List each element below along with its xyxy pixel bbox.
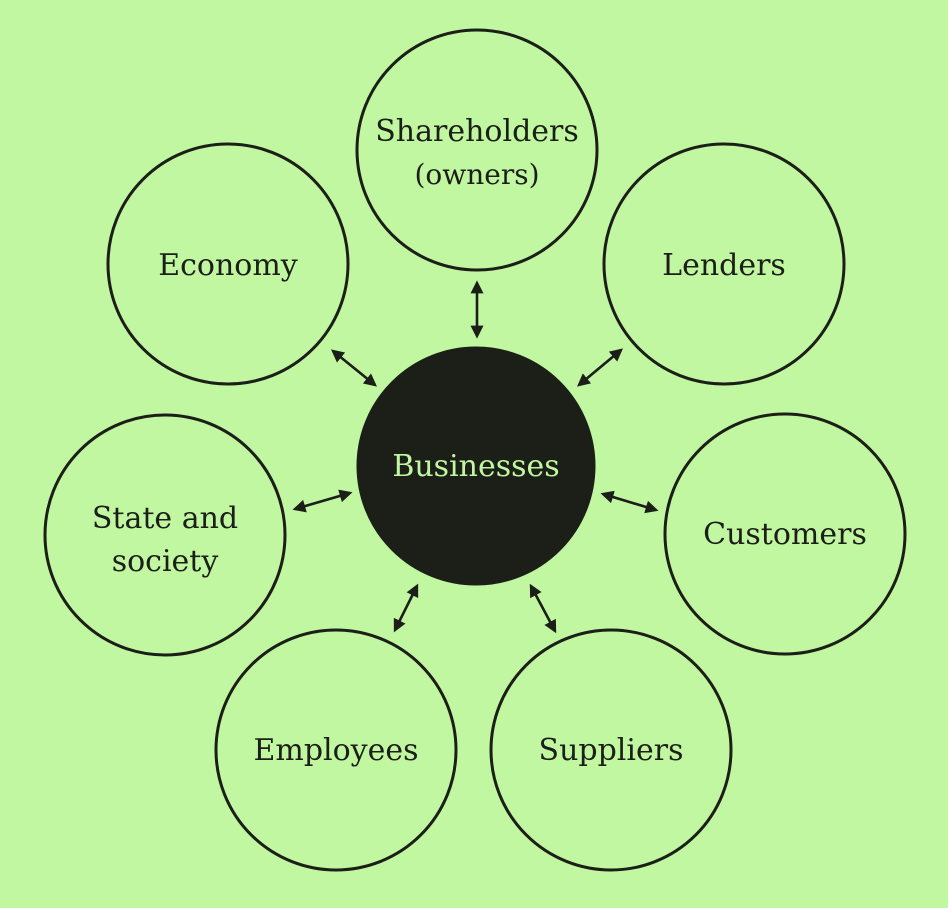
arrow-state-and-society — [292, 489, 353, 513]
node-label: Employees — [253, 733, 418, 768]
node-state-and-society: State and society — [43, 413, 287, 657]
node-circle — [489, 628, 733, 872]
node-label: Lenders — [662, 248, 786, 283]
node-label: Shareholders — [375, 114, 579, 149]
node-circle — [602, 142, 846, 386]
node-suppliers: Suppliers — [489, 628, 733, 872]
node-label: Customers — [703, 517, 867, 552]
node-circle — [214, 628, 458, 872]
center-node-businesses: Businesses — [356, 346, 596, 586]
arrow-employees — [393, 583, 419, 633]
node-employees: Employees — [214, 628, 458, 872]
center-circle — [356, 346, 596, 586]
node-shareholders: Shareholders (owners) — [355, 28, 599, 272]
arrow-suppliers — [529, 583, 557, 634]
node-circle — [355, 28, 599, 272]
arrow-economy — [330, 349, 378, 387]
node-circle — [663, 412, 907, 656]
node-customers: Customers — [663, 412, 907, 656]
center-label: Businesses — [392, 449, 559, 484]
node-circle — [106, 142, 350, 386]
arrow-customers — [600, 490, 659, 514]
node-label: State and — [92, 501, 238, 536]
arrow-lenders — [577, 348, 623, 387]
node-circle — [43, 413, 287, 657]
node-label: Suppliers — [539, 733, 684, 768]
node-lenders: Lenders — [602, 142, 846, 386]
node-label: Economy — [158, 248, 298, 283]
node-economy: Economy — [106, 142, 350, 386]
node-sublabel: society — [112, 544, 219, 579]
node-sublabel: (owners) — [414, 158, 539, 191]
